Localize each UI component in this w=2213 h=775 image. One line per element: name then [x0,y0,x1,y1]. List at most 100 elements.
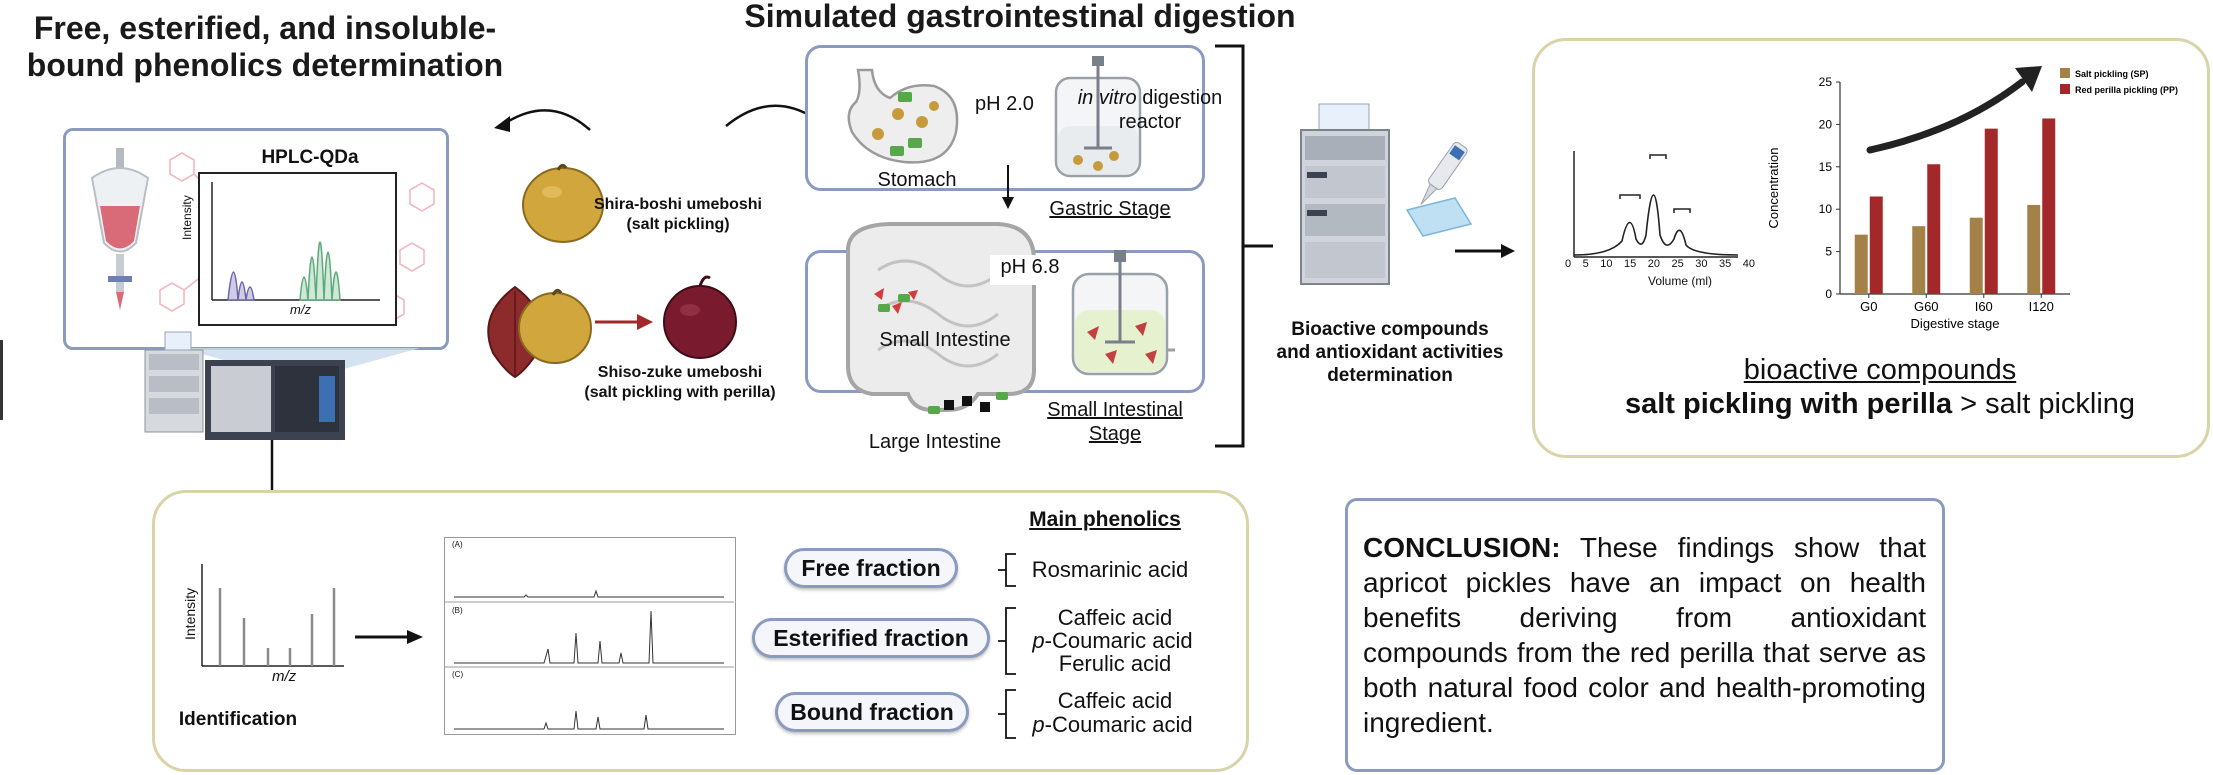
stomach-label: Stomach [877,169,957,191]
main-phenolics-heading: Main phenolics [1029,508,1181,531]
bar-G0-pp [1869,196,1883,294]
curved-arrow-left [494,109,591,132]
chromatogram-stack [444,537,736,735]
legend-label: Red perilla pickling (PP) [2075,85,2178,95]
arrow-to-results [1455,244,1515,258]
shiso-zuke-label: Shiso-zuke umeboshi (salt pickling with … [584,364,776,401]
y-tick-label: 5 [1825,245,1832,259]
bound-compound-1: Caffeic acid [1057,688,1173,713]
trend-arrow [1866,78,2026,154]
bioactive-determination-label: Bioactive compounds and antioxidant acti… [1276,319,1504,386]
summary-heading: bioactive compounds [1743,354,2017,386]
hplc-label: HPLC-QDa [261,147,359,168]
x-tick-label: G60 [1914,299,1939,314]
bar-G60-sp [1912,226,1926,294]
esterified-fraction-bracket [998,607,1016,675]
bound-compound-2: p-Coumaric acid [1032,712,1193,737]
chromatogram-tick: 0 [1565,258,1572,270]
chromatogram-panel-c: (C) [452,670,464,679]
y-tick-label: 15 [1819,160,1833,174]
ms-yaxis-label: Intensity [182,587,198,640]
shira-boshi-apricot-icon [522,163,604,243]
legend-label: Salt pickling (SP) [2075,69,2149,79]
chromatogram-tick: 15 [1624,258,1637,270]
chromatogram-tick: 25 [1671,258,1684,270]
large-intestine-label: Large Intestine [868,431,1002,453]
small-intestinal-stage-label: Small Intestinal Stage [1047,399,1183,445]
chromatogram-panel-b: (B) [452,606,463,615]
esterified-compound-1: Caffeic acid [1057,605,1173,630]
intestinal-reactor-icon [1071,250,1175,376]
chromatogram-traces [444,589,734,730]
arrow-to-plum [595,314,653,330]
bar-I120-sp [2027,204,2041,294]
ms-xaxis-label: m/z [272,668,297,685]
chromatogram-tick: 40 [1742,258,1755,270]
hplc-spectrum [211,182,380,301]
identification-label: Identification [178,709,298,730]
bracket-connector [1245,244,1273,248]
y-tick-label: 25 [1819,75,1833,89]
bar-G60-pp [1927,164,1941,294]
hplc-instrument-icon [144,331,345,440]
gastric-stage-label: Gastric Stage [1049,198,1171,220]
bar-I60-pp [1984,128,1998,294]
conclusion-text: CONCLUSION: These findings show that apr… [1363,530,1926,740]
intestine-ph-box: pH 6.8 [990,255,1070,285]
phenolics-title: Free, esterified, and insoluble- bound p… [26,10,504,83]
x-axis-label: Digestive stage [1911,316,2000,331]
x-tick-label: I60 [1975,299,1993,314]
x-tick-label: G0 [1860,299,1877,314]
edge-mark [0,340,3,420]
conclusion-box [1345,498,1945,772]
reactor-italic: in vitro [1077,87,1137,109]
arrow-gastric-to-intestinal [1002,165,1014,209]
shiso-zuke-plum-icon [663,275,737,359]
pipette-icon [1405,141,1473,237]
chromatogram-xlabel: Volume (ml) [1647,274,1712,288]
conclusion-heading: CONCLUSION: [1363,532,1561,563]
free-compound: Rosmarinic acid [1031,557,1189,582]
shira-boshi-label: Shira-boshi umeboshi (salt pickling) [593,196,762,233]
chromatogram-plot [1573,151,1739,258]
gastric-reactor-icon [1054,56,1142,178]
bar-I60-sp [1969,217,1983,294]
analyzer-instrument-icon [1300,103,1390,285]
y-axis-label: Concentration [1766,148,1781,229]
stomach-icon [847,68,959,164]
chromatogram-panel-a: (A) [452,540,463,549]
free-fraction-pill: Free fraction [784,548,958,588]
arrow-to-chromatograms [355,630,423,644]
hplc-yaxis-label: Intensity [180,195,194,240]
bound-fraction-bracket [998,689,1016,739]
y-tick-label: 20 [1819,117,1833,131]
chromatogram-tick: 10 [1600,258,1613,270]
free-fraction-bracket [998,553,1016,587]
esterified-compound-3: Ferulic acid [1058,651,1172,676]
separatory-funnel-icon [90,148,150,310]
bound-fraction-pill: Bound fraction [775,692,969,732]
hplc-xaxis-label: m/z [290,302,311,317]
digestion-title: Simulated gastrointestinal digestion [744,0,1296,34]
ms-spectrum [201,564,344,667]
x-tick-label: I120 [2029,299,2054,314]
chromatogram-ticks: 0 5 10 15 20 25 30 35 40 [1565,258,1755,270]
summary-comparison-bold: salt pickling with perilla [1624,388,1953,420]
legend-swatch [2060,68,2070,78]
summary-comparison: salt pickling with perilla > salt pickli… [1624,388,2136,420]
reactor-label: in vitro digestion reactor [1077,87,1223,133]
shiso-apricot-icon [518,288,592,364]
chromatogram-tick: 20 [1647,258,1660,270]
bar-G0-sp [1854,234,1868,294]
trend-arrow-head [2015,66,2042,92]
chromatogram-tick: 35 [1719,258,1732,270]
esterified-compound-2: p-Coumaric acid [1032,628,1193,653]
legend-swatch [2060,84,2070,94]
esterified-fraction-pill: Esterified fraction [752,618,990,658]
y-tick-label: 10 [1819,202,1833,216]
small-intestine-label: Small Intestine [879,329,1011,351]
stomach-ph: pH 2.0 [975,93,1034,115]
chromatogram-tick: 5 [1582,258,1589,270]
intestine-icon [846,222,1036,414]
